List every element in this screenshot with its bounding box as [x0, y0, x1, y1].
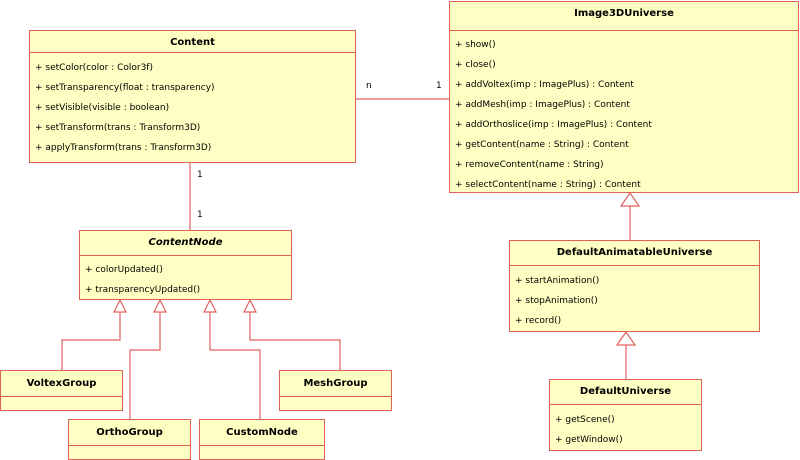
operation: + setTransparency(float : transparency) [35, 83, 215, 93]
generalization-arrowhead [153, 298, 167, 313]
class-divider [80, 255, 291, 256]
class-custom-node[interactable]: CustomNode [199, 419, 325, 460]
class-name: VoltexGroup [26, 378, 97, 389]
class-name: DefaultUniverse [579, 386, 672, 397]
operation: + record() [515, 316, 562, 326]
operation: + setVisible(visible : boolean) [35, 103, 170, 113]
generalization-arrowhead [615, 330, 637, 346]
operation: + setTransform(trans : Transform3D) [35, 123, 201, 133]
class-content[interactable]: Content + setColor(color : Color3f) + se… [29, 30, 356, 163]
operation: + applyTransform(trans : Transform3D) [35, 143, 212, 153]
operation: + removeContent(name : String) [455, 160, 604, 170]
operation: + stopAnimation() [515, 296, 598, 306]
class-voltex-group[interactable]: VoltexGroup [0, 370, 123, 411]
multiplicity-label: 1 [197, 170, 203, 180]
class-name: OrthoGroup [96, 427, 163, 438]
operation: + close() [455, 60, 496, 70]
generalization-arrowhead [619, 191, 641, 207]
operation: + addMesh(imp : ImagePlus) : Content [455, 100, 630, 110]
class-name: CustomNode [226, 427, 298, 438]
generalization-arrowhead [113, 298, 127, 313]
generalization-arrowhead [203, 298, 217, 313]
class-divider [200, 445, 324, 446]
operation: + colorUpdated() [85, 265, 163, 275]
generalization-custom-to-contentnode [209, 312, 261, 419]
operation: + transparencyUpdated() [85, 285, 201, 295]
class-name: Image3DUniverse [574, 8, 674, 19]
class-content-node[interactable]: ContentNode + colorUpdated() + transpare… [79, 230, 292, 300]
class-default-universe[interactable]: DefaultUniverse + getScene() + getWindow… [549, 379, 702, 451]
class-divider [69, 445, 190, 446]
class-divider [30, 52, 355, 53]
operation: + show() [455, 40, 496, 50]
class-image3d-universe[interactable]: Image3DUniverse + show() + close() + add… [449, 1, 799, 193]
class-name: DefaultAnimatableUniverse [556, 247, 713, 258]
operation: + selectContent(name : String) : Content [455, 180, 641, 190]
generalization-voltex-to-contentnode [61, 312, 121, 370]
generalization-arrowhead [243, 298, 257, 313]
class-name: Content [170, 37, 215, 48]
class-divider [510, 265, 759, 266]
generalization-mesh-to-contentnode [249, 312, 341, 370]
operation: + startAnimation() [515, 276, 600, 286]
class-default-animatable-universe[interactable]: DefaultAnimatableUniverse + startAnimati… [509, 240, 760, 332]
operation: + getScene() [555, 415, 615, 425]
operation: + addVoltex(imp : ImagePlus) : Content [455, 80, 634, 90]
class-divider [1, 396, 122, 397]
generalization-ortho-to-contentnode [129, 312, 161, 419]
class-name: MeshGroup [303, 378, 368, 389]
class-divider [550, 404, 701, 405]
multiplicity-label: 1 [197, 210, 203, 220]
class-divider [450, 30, 798, 31]
operation: + addOrthoslice(imp : ImagePlus) : Conte… [455, 120, 652, 130]
class-ortho-group[interactable]: OrthoGroup [68, 419, 191, 460]
operation: + getContent(name : String) : Content [455, 140, 629, 150]
operation: + getWindow() [555, 435, 623, 445]
multiplicity-label: n [366, 81, 372, 91]
class-mesh-group[interactable]: MeshGroup [279, 370, 392, 411]
class-divider [280, 396, 391, 397]
operation: + setColor(color : Color3f) [35, 63, 153, 73]
class-name: ContentNode [148, 237, 223, 248]
multiplicity-label: 1 [436, 81, 442, 91]
